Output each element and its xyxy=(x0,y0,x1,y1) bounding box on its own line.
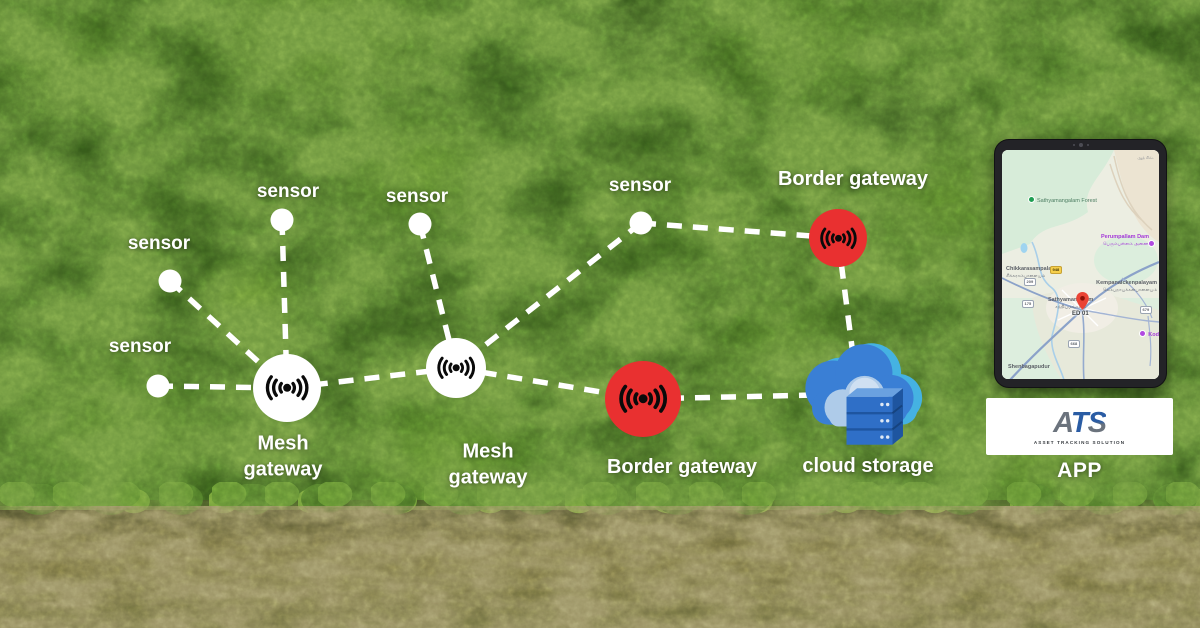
mesh-gateway-label: Mesh gateway xyxy=(243,432,323,481)
border-gateway-node-1: Border gateway xyxy=(778,168,928,267)
sensor-dot xyxy=(629,211,653,235)
map-marker-pin[interactable] xyxy=(1076,292,1089,310)
map-label-dam: Perumpallam Dam பெரும்பள்ளம் அணை xyxy=(1101,234,1149,246)
mesh-gateway-disc xyxy=(253,354,321,422)
cloud-storage-label: cloud storage xyxy=(802,454,934,477)
border-gateway-disc xyxy=(809,209,867,267)
border-gateway-disc xyxy=(605,361,681,437)
map-label-edge-right: Kod xyxy=(1139,330,1159,339)
road-badge: 209 xyxy=(1024,278,1036,286)
mesh-gateway-disc xyxy=(426,338,486,398)
broadcast-signal-icon xyxy=(819,227,857,249)
sensor-dot xyxy=(146,374,170,398)
sensor-label: sensor xyxy=(385,185,449,207)
map-label-town-center: Sathyamangalam சத்தியமங்கலம் xyxy=(1048,297,1094,309)
sensor-node-5: sensor xyxy=(609,174,671,235)
forest-poi-icon xyxy=(1028,196,1035,203)
sensor-node-3: sensor xyxy=(386,185,448,236)
cloud-storage-icon xyxy=(805,343,923,445)
map-marker-label: ED 01 xyxy=(1072,311,1089,317)
mesh-gateway-node-2: Mesh gateway xyxy=(426,338,527,489)
tablet-screen-map[interactable]: ஆத் சிவ். Sathyamangalam Forest Perumpal… xyxy=(1002,150,1159,379)
mesh-gateway-node-1: Mesh gateway xyxy=(244,354,322,481)
map-label-forest: Sathyamangalam Forest xyxy=(1028,196,1097,205)
sensor-dot xyxy=(408,212,432,236)
border-gateway-node-2: Border gateway xyxy=(605,361,757,478)
dam-poi-icon xyxy=(1148,240,1155,247)
map-canvas xyxy=(1002,150,1159,379)
mesh-gateway-label: Mesh gateway xyxy=(448,440,528,489)
ats-logo-card: ATS ASSET TRACKING SOLUTION xyxy=(986,398,1173,455)
poi-icon xyxy=(1139,330,1147,338)
road-badge: 175 xyxy=(1022,300,1034,308)
border-gateway-label: Border gateway xyxy=(777,167,929,190)
map-label-town-bottom: Shenbagapudur xyxy=(1008,364,1050,371)
tablet-camera-dots xyxy=(995,143,1166,147)
tablet-device: ஆத் சிவ். Sathyamangalam Forest Perumpal… xyxy=(994,139,1167,388)
road-badge: 679 xyxy=(1140,306,1152,314)
road-badge-yellow: 948 xyxy=(1050,266,1062,274)
sensor-dot xyxy=(158,269,182,293)
map-label-town-right: Kempanaickenpalayam கெம்பநாயக்கன்பாளையம் xyxy=(1096,280,1157,292)
broadcast-signal-icon xyxy=(265,375,309,401)
sensor-label: sensor xyxy=(127,232,191,254)
broadcast-signal-icon xyxy=(619,384,667,414)
map-label-town-left: Chikkarasampalayam சிக்கரசம்பாளையம் xyxy=(1006,266,1063,278)
sensor-label: sensor xyxy=(256,180,320,202)
road-badge: 668 xyxy=(1068,340,1080,348)
border-gateway-label: Border gateway xyxy=(606,455,758,478)
map-label-topright: ஆத் சிவ். xyxy=(1137,155,1154,160)
sensor-label: sensor xyxy=(108,335,172,357)
broadcast-signal-icon xyxy=(437,356,475,380)
ats-tagline: ASSET TRACKING SOLUTION xyxy=(1033,439,1126,445)
ats-logo: ATS xyxy=(1053,406,1107,439)
sensor-label: sensor xyxy=(608,174,672,196)
sensor-node-2: sensor xyxy=(257,180,319,232)
sensor-node-1: sensor xyxy=(128,232,190,293)
sensor-dot xyxy=(270,208,294,232)
app-label: APP xyxy=(1057,459,1102,482)
sensor-node-4: sensor xyxy=(109,335,171,398)
